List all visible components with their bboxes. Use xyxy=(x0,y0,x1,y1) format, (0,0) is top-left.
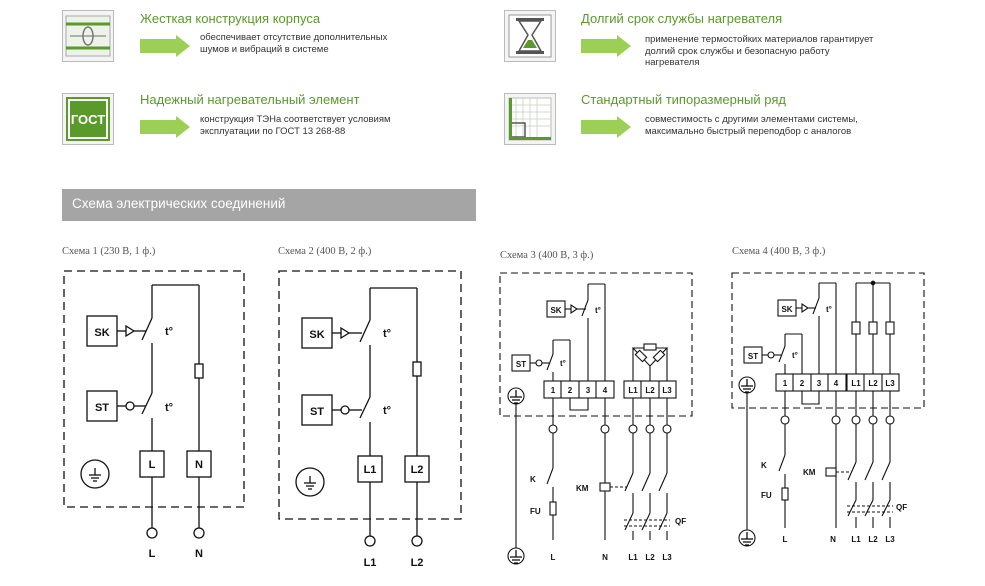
gost-icon: ГОСТ xyxy=(62,93,114,145)
arrow-right-icon xyxy=(140,35,190,57)
scheme-4-terminal-3: 3 xyxy=(817,379,822,388)
scheme-1-terminal-l: L xyxy=(149,459,156,471)
feature-desc-heater-life: применение термостойких материалов гаран… xyxy=(645,34,874,68)
scheme-3-output-l1: L1 xyxy=(628,553,638,562)
scheme-1-st-label: ST xyxy=(95,402,109,414)
scheme-2-st-label: ST xyxy=(310,406,324,418)
scheme-2-terminal-l1: L1 xyxy=(364,464,377,476)
scheme-4-qf-label: QF xyxy=(896,503,907,512)
scheme-1-terminal-n: N xyxy=(195,459,203,471)
feature-desc-heating-element: конструкция ТЭНа соответствует условиям … xyxy=(200,114,391,137)
feature-title-heating-element: Надежный нагревательный элемент xyxy=(140,92,360,107)
section-header: Схема электрических соединений xyxy=(62,189,476,221)
hourglass-icon xyxy=(504,10,556,62)
feature-desc-standard-range: совместимость с другими элементами систе… xyxy=(645,114,858,137)
scheme-3-diagram xyxy=(499,272,693,565)
scheme-3-output-l2: L2 xyxy=(645,553,655,562)
gost-icon-label: ГОСТ xyxy=(71,112,105,127)
scheme-3-title: Схема 3 (400 В, 3 ф.) xyxy=(500,250,594,261)
scheme-2-output-l2: L2 xyxy=(411,557,424,569)
scheme-3-terminal-4: 4 xyxy=(603,386,608,395)
arrow-right-icon xyxy=(140,116,190,138)
scheme-3-terminal-1: 1 xyxy=(551,386,556,395)
scheme-1-sk-label: SK xyxy=(94,327,109,339)
feature-desc-rigid-body: обеспечивает отсутствие дополнительных ш… xyxy=(200,32,388,55)
scheme-4-output-l3: L3 xyxy=(885,535,895,544)
scheme-3-terminal-l1: L1 xyxy=(628,386,638,395)
scheme-2-diagram xyxy=(278,270,462,547)
scheme-4-sk-label: SK xyxy=(781,305,792,314)
scheme-4-t-label-2: t° xyxy=(792,351,798,360)
scheme-3-qf-label: QF xyxy=(675,517,686,526)
feature-title-heater-life: Долгий срок службы нагревателя xyxy=(581,11,783,26)
size-range-icon xyxy=(504,93,556,145)
scheme-4-km-label: KM xyxy=(803,468,816,477)
scheme-1-t-label: t° xyxy=(165,326,173,338)
scheme-1-title: Схема 1 (230 В, 1 ф.) xyxy=(62,246,156,257)
scheme-3-sk-label: SK xyxy=(550,306,561,315)
scheme-3-output-l3: L3 xyxy=(662,553,672,562)
scheme-2-t-label: t° xyxy=(383,328,391,340)
scheme-2-terminal-l2: L2 xyxy=(411,464,424,476)
scheme-1-output-n: N xyxy=(195,548,203,560)
scheme-4-terminal-l3: L3 xyxy=(885,379,895,388)
scheme-1-t-label-2: t° xyxy=(165,402,173,414)
scheme-2-sk-label: SK xyxy=(309,329,324,341)
scheme-2-output-l1: L1 xyxy=(364,557,377,569)
scheme-4-terminal-l1: L1 xyxy=(851,379,861,388)
scheme-3-output-n: N xyxy=(602,553,608,562)
scheme-1-output-l: L xyxy=(149,548,156,560)
scheme-4-t-label: t° xyxy=(826,305,832,314)
scheme-4-fu-label: FU xyxy=(761,491,772,500)
arrow-right-icon xyxy=(581,116,631,138)
scheme-4-terminal-2: 2 xyxy=(800,379,805,388)
feature-title-rigid-body: Жесткая конструкция корпуса xyxy=(140,11,321,26)
scheme-4-k-label: K xyxy=(761,461,767,470)
chassis-icon xyxy=(62,10,114,62)
section-title: Схема электрических соединений xyxy=(72,196,286,211)
scheme-3-t-label-2: t° xyxy=(560,359,566,368)
scheme-3-st-label: ST xyxy=(516,360,526,369)
scheme-3-terminal-3: 3 xyxy=(586,386,591,395)
scheme-4-output-l: L xyxy=(783,535,788,544)
scheme-4-output-l2: L2 xyxy=(868,535,878,544)
scheme-2-t-label-2: t° xyxy=(383,405,391,417)
scheme-4-st-label: ST xyxy=(748,352,758,361)
scheme-3-terminal-l3: L3 xyxy=(662,386,672,395)
feature-title-standard-range: Стандартный типоразмерный ряд xyxy=(581,92,786,107)
arrow-right-icon xyxy=(581,35,631,57)
scheme-4-terminal-l2: L2 xyxy=(868,379,878,388)
scheme-4-title: Схема 4 (400 В, 3 ф.) xyxy=(732,246,826,257)
scheme-4-output-l1: L1 xyxy=(851,535,861,544)
scheme-3-k-label: K xyxy=(530,475,536,484)
scheme-4-output-n: N xyxy=(830,535,836,544)
scheme-3-fu-label: FU xyxy=(530,507,541,516)
scheme-3-output-l: L xyxy=(551,553,556,562)
scheme-1-diagram xyxy=(63,270,245,539)
scheme-4-terminal-1: 1 xyxy=(783,379,788,388)
scheme-4-terminal-4: 4 xyxy=(834,379,839,388)
scheme-3-terminal-2: 2 xyxy=(568,386,573,395)
scheme-4-diagram xyxy=(731,272,925,547)
scheme-2-title: Схема 2 (400 В, 2 ф.) xyxy=(278,246,372,257)
scheme-3-t-label: t° xyxy=(595,306,601,315)
scheme-3-terminal-l2: L2 xyxy=(645,386,655,395)
scheme-3-km-label: KM xyxy=(576,484,589,493)
